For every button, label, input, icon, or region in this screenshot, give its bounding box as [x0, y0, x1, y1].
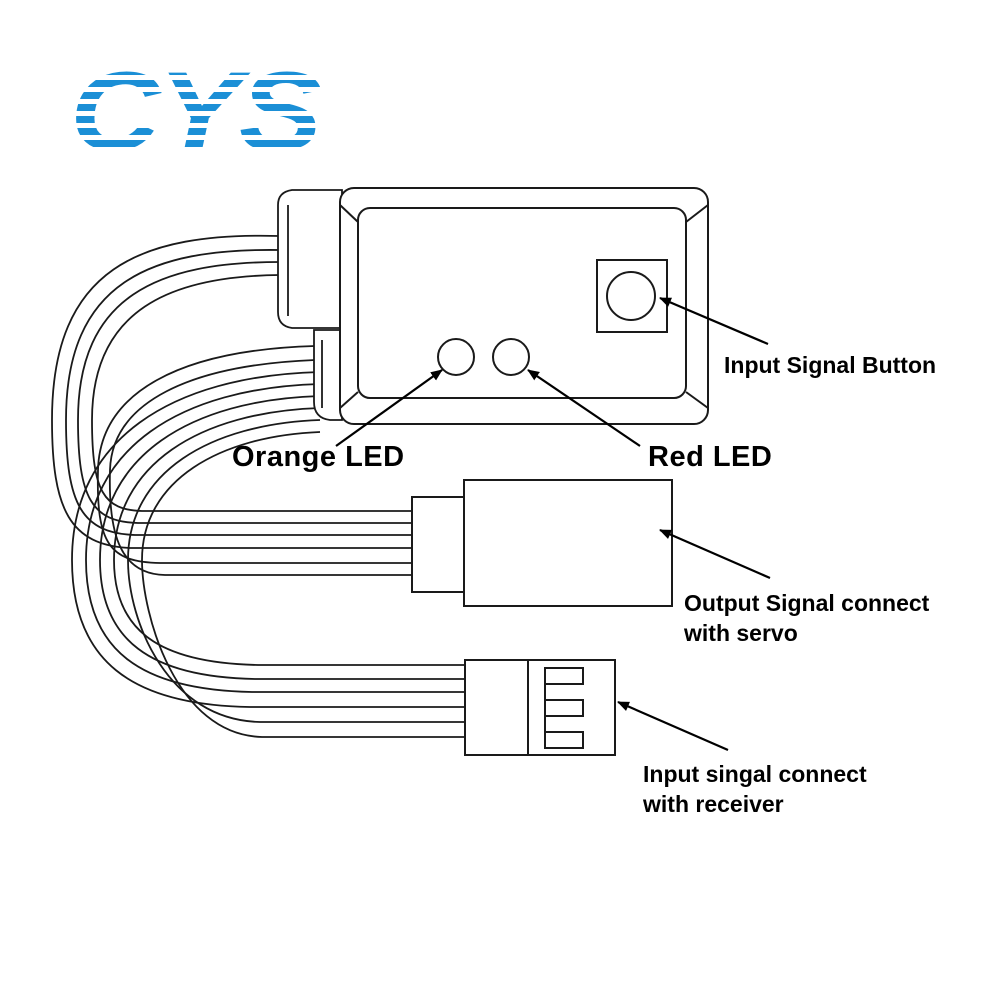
orange-led	[437, 338, 475, 376]
red-led-label: Red LED	[648, 441, 773, 473]
output-signal-label-line2: with servo	[684, 620, 798, 646]
callout-arrows	[335, 296, 771, 752]
receiver-connector	[464, 659, 616, 756]
input-signal-button	[596, 259, 668, 333]
cable-strain-relief	[277, 189, 343, 421]
arrow-output-signal	[659, 528, 771, 580]
cys-logo	[70, 56, 322, 159]
arrow-orange-led	[335, 369, 443, 447]
input-signal-button-label: Input Signal Button	[724, 352, 937, 378]
servo-connector	[411, 479, 673, 607]
arrow-input-connect	[617, 700, 729, 752]
output-signal-label-line1: Output Signal connect	[684, 590, 930, 616]
red-led	[492, 338, 530, 376]
orange-led-label: Orange LED	[232, 441, 405, 473]
output-signal-label: Output Signal connect with servo	[684, 588, 929, 648]
input-connect-label: Input singal connect with receiver	[643, 759, 867, 819]
arrow-input-signal-button	[659, 296, 769, 346]
input-connect-label-line1: Input singal connect	[643, 761, 867, 787]
input-connect-label-line2: with receiver	[643, 791, 784, 817]
arrow-red-led	[527, 369, 641, 447]
wire-bundle	[51, 234, 465, 738]
